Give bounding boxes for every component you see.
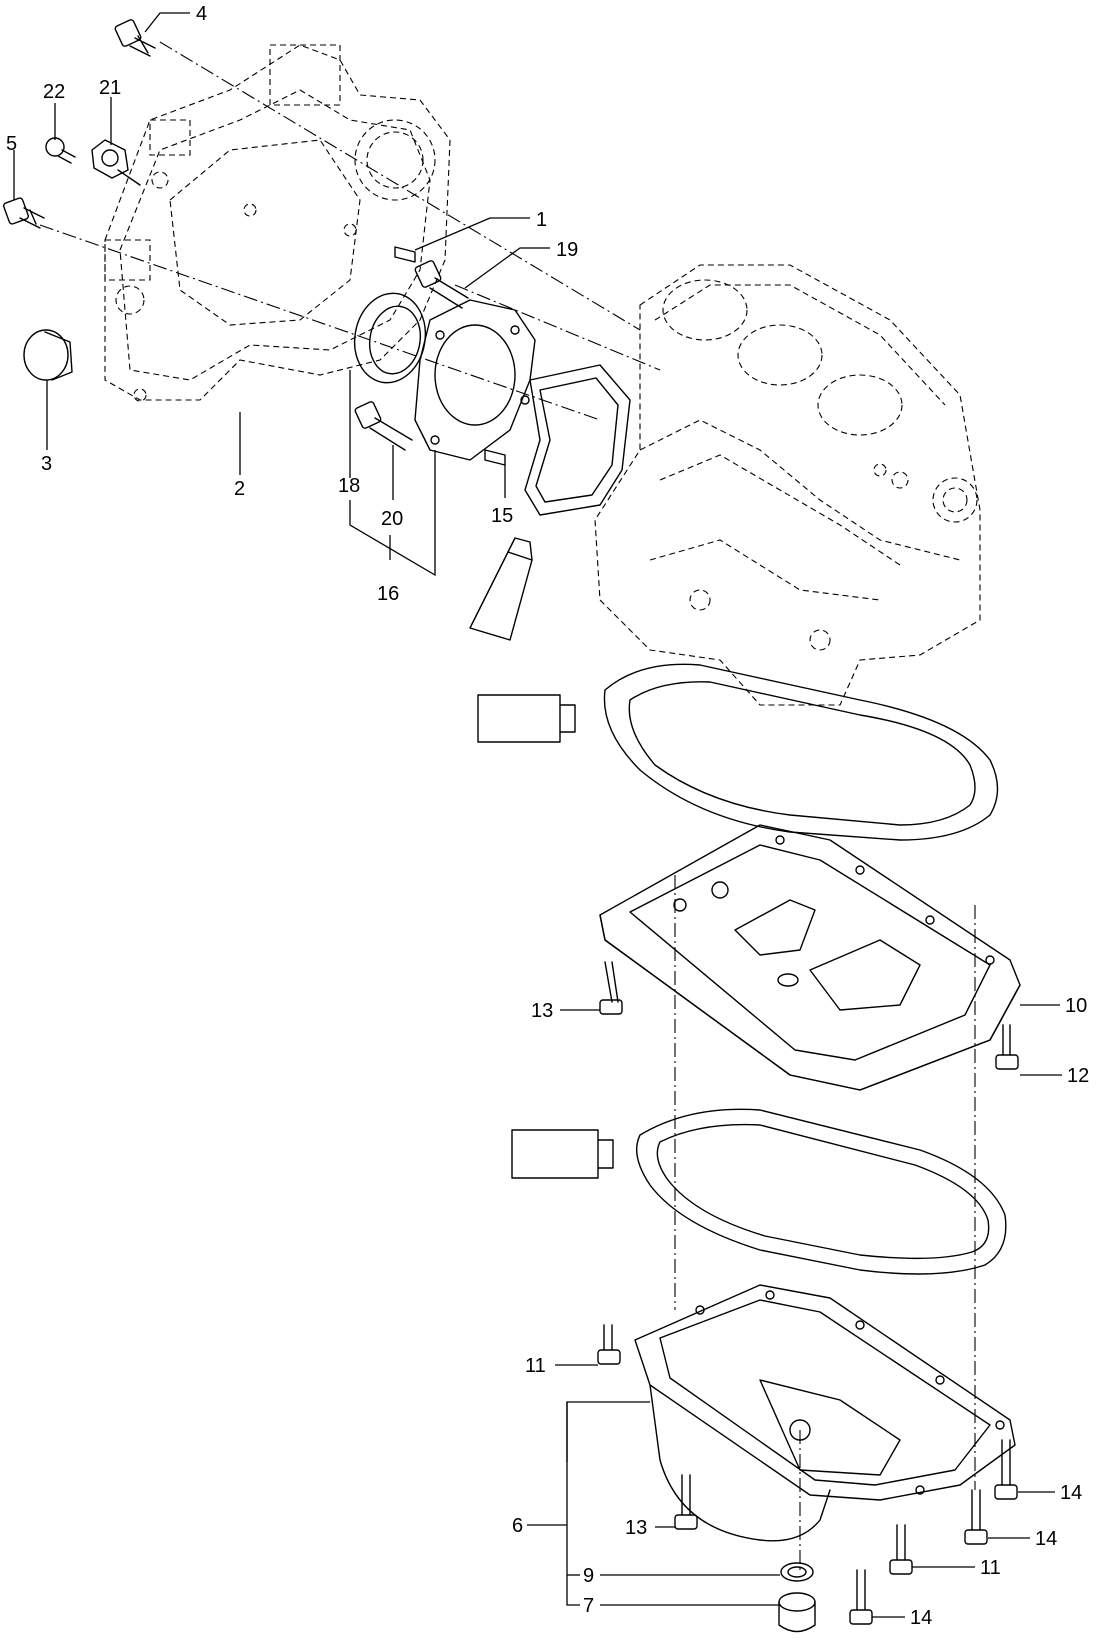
bolt-19 xyxy=(414,260,469,309)
gasket xyxy=(524,364,631,516)
flywheel-housing xyxy=(104,44,451,402)
dowel-pin-1 xyxy=(394,246,416,263)
callout-10: 10 xyxy=(1065,995,1087,1017)
bolt-13-lower xyxy=(674,1474,698,1530)
pan-gasket-upper xyxy=(603,663,999,841)
sensor-21 xyxy=(91,139,141,186)
callout-21: 21 xyxy=(99,77,121,99)
plug-3 xyxy=(23,329,73,381)
callout-6: 6 xyxy=(512,1515,523,1537)
sealant-tube-1 xyxy=(469,537,533,641)
bolt-11-lower xyxy=(889,1524,913,1575)
callout-19: 19 xyxy=(556,239,578,261)
callout-15: 15 xyxy=(491,505,513,527)
callout-14-right: 14 xyxy=(1060,1482,1082,1504)
callout-16: 16 xyxy=(377,583,399,605)
callout-4: 4 xyxy=(196,3,207,25)
callout-1: 1 xyxy=(536,209,547,231)
sealant-tube-2 xyxy=(477,694,576,743)
oil-pan-6 xyxy=(634,1284,1016,1542)
bolt-14-right xyxy=(994,1439,1018,1500)
bolt-4 xyxy=(114,19,156,57)
callout-13-upper: 13 xyxy=(531,1000,553,1022)
sealant-tube-3 xyxy=(511,1129,614,1179)
leader-lines xyxy=(13,12,1062,1618)
cylinder-block xyxy=(594,264,981,706)
callout-14-middle: 14 xyxy=(1035,1528,1057,1550)
callout-9: 9 xyxy=(583,1565,594,1587)
callout-14-lower: 14 xyxy=(910,1607,932,1629)
callout-12: 12 xyxy=(1067,1065,1089,1087)
callout-5: 5 xyxy=(6,133,17,155)
bolt-20 xyxy=(354,401,413,451)
pan-gasket-lower xyxy=(636,1108,1007,1275)
callout-18: 18 xyxy=(338,475,360,497)
callout-11-upper: 11 xyxy=(525,1355,546,1377)
bolt-22 xyxy=(45,137,76,164)
oil-pan-adapter-10 xyxy=(599,824,1021,1091)
drain-plug-7 xyxy=(778,1592,816,1633)
callout-22: 22 xyxy=(43,81,65,103)
oil-seal-18 xyxy=(353,292,427,384)
bolt-14-middle xyxy=(964,1489,988,1545)
bolt-12 xyxy=(995,1024,1019,1070)
callout-labels: 1 2 3 4 5 6 7 9 10 11 11 12 13 13 14 14 … xyxy=(6,3,1089,1629)
callout-2: 2 xyxy=(234,478,245,500)
callout-13-lower: 13 xyxy=(625,1517,647,1539)
bolt-5 xyxy=(2,197,45,229)
callout-11-lower: 11 xyxy=(980,1557,1001,1579)
callout-7: 7 xyxy=(583,1595,594,1617)
bolt-14-lower xyxy=(849,1569,873,1625)
callout-3: 3 xyxy=(41,453,52,475)
dowel-pin-15 xyxy=(484,449,506,466)
callout-20: 20 xyxy=(381,508,403,530)
bolt-11-upper xyxy=(597,1324,621,1365)
bolt-13-upper xyxy=(599,961,623,1015)
seal-retainer-16 xyxy=(414,299,536,461)
washer-9 xyxy=(780,1562,814,1582)
assembly-lines xyxy=(39,41,976,1570)
